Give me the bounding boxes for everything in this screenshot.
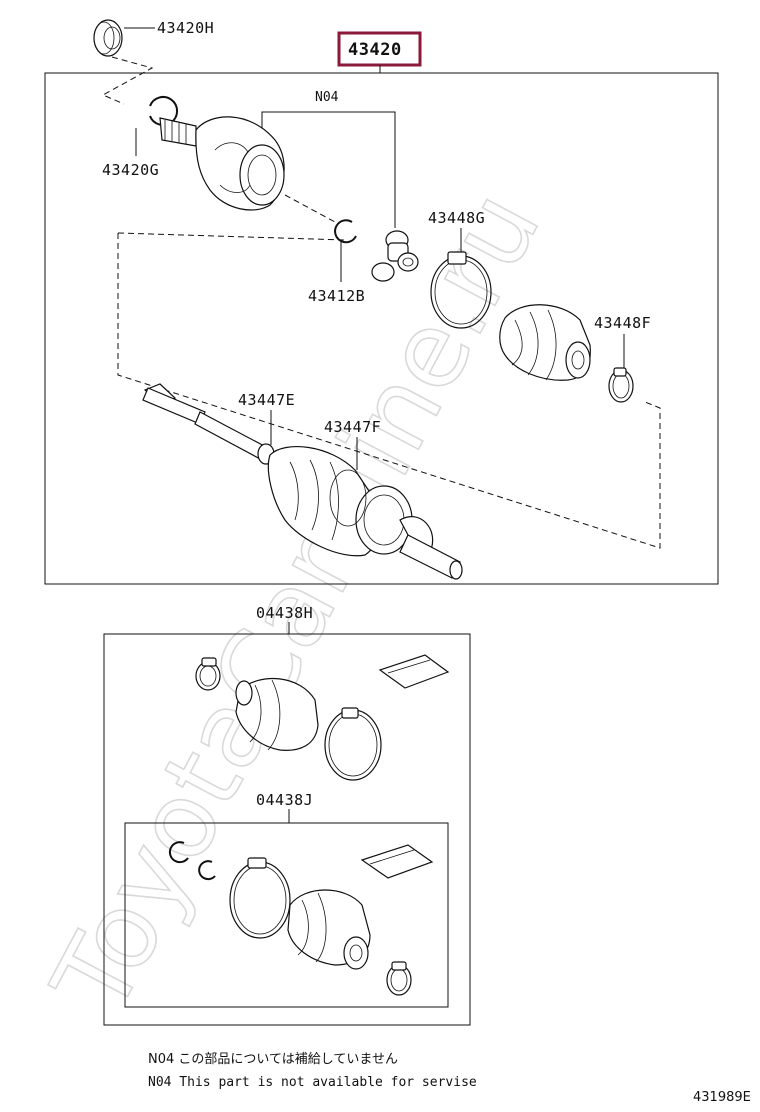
kit-j-small-clamp-drawing (386, 961, 412, 996)
snap-ring-43420G-drawing (149, 96, 178, 126)
label-43448F[interactable]: 43448F (594, 314, 651, 332)
note-japanese: N04 この部品については補給していません (148, 1052, 398, 1067)
boot-drawing (499, 304, 591, 381)
label-43412B[interactable]: 43412B (308, 287, 365, 305)
kit-04438H-frame (103, 633, 471, 1026)
label-04438J[interactable]: 04438J (256, 791, 313, 809)
seal-43420H-drawing (93, 19, 123, 57)
label-43448G[interactable]: 43448G (428, 209, 485, 227)
kit-j-large-clamp-drawing (229, 857, 291, 939)
outboard-joint-housing-drawing (159, 116, 285, 211)
diagram-id: 431989E (693, 1090, 751, 1105)
kit-j-clip-drawing (198, 860, 216, 881)
drive-shaft-drawing (142, 383, 463, 580)
kit-h-boot-drawing (235, 677, 319, 751)
kit-j-boot-drawing (287, 889, 371, 970)
label-43420G[interactable]: 43420G (102, 161, 159, 179)
clamp-43448G-drawing (430, 251, 492, 329)
note-english: N04 This part is not available for servi… (148, 1075, 477, 1090)
kit-j-grease-pack-drawing (360, 844, 434, 879)
kit-h-grease-pack-drawing (378, 654, 450, 689)
label-43420H[interactable]: 43420H (157, 19, 214, 37)
label-04438H[interactable]: 04438H (256, 604, 313, 622)
kit-04438J-frame (124, 822, 449, 1008)
clip-43412B-drawing (334, 219, 357, 244)
kit-h-small-clamp-drawing (195, 657, 221, 691)
clamp-43448F-drawing (608, 367, 634, 403)
label-N04[interactable]: N04 (315, 90, 339, 105)
label-43447F[interactable]: 43447F (324, 418, 381, 436)
kit-j-snap-ring-drawing (168, 841, 189, 864)
tripod-joint-drawing (371, 230, 419, 282)
label-43420[interactable]: 43420 (348, 40, 402, 60)
kit-h-large-clamp-drawing (324, 707, 382, 781)
main-assembly-frame (44, 72, 719, 585)
label-43447E[interactable]: 43447E (238, 391, 295, 409)
